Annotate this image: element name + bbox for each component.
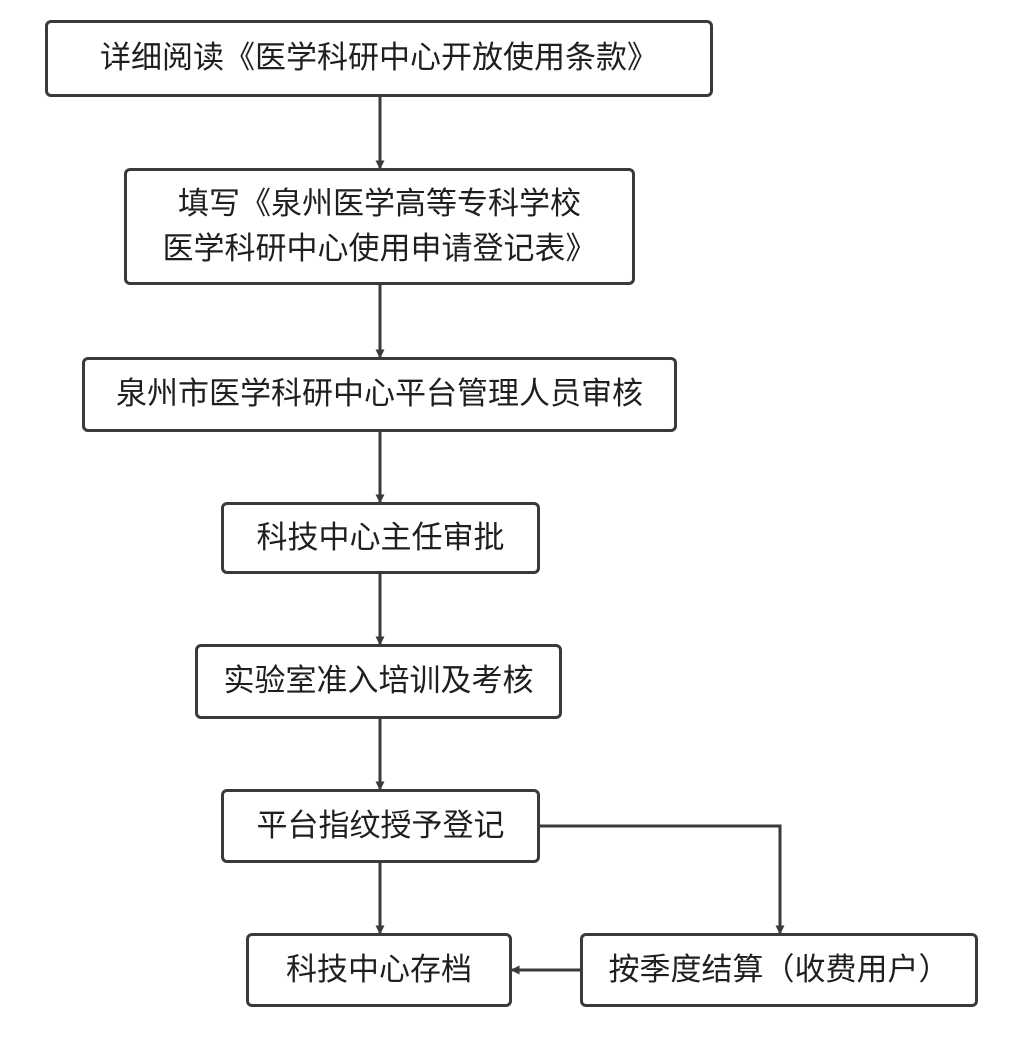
step-admin-review: 泉州市医学科研中心平台管理人员审核 — [82, 357, 677, 432]
step-archive: 科技中心存档 — [246, 933, 512, 1007]
arrow-register-to-billing — [540, 824, 785, 935]
step-fingerprint-registration: 平台指纹授予登记 — [221, 789, 540, 863]
step-fill-application-line-2: 医学科研中心使用申请登记表》 — [162, 230, 597, 267]
step-quarterly-billing: 按季度结算（收费用户） — [580, 933, 978, 1007]
step-fill-application: 填写《泉州医学高等专科学校 医学科研中心使用申请登记表》 — [124, 168, 635, 285]
step-director-approval-label: 科技中心主任审批 — [256, 519, 505, 556]
step-fingerprint-registration-label: 平台指纹授予登记 — [256, 807, 505, 844]
step-director-approval: 科技中心主任审批 — [221, 502, 540, 574]
step-lab-training-label: 实验室准入培训及考核 — [223, 663, 534, 700]
step-lab-training: 实验室准入培训及考核 — [195, 644, 562, 719]
step-quarterly-billing-label: 按季度结算（收费用户） — [608, 951, 950, 988]
step-archive-label: 科技中心存档 — [286, 951, 472, 988]
step-admin-review-label: 泉州市医学科研中心平台管理人员审核 — [116, 376, 643, 413]
step-read-terms: 详细阅读《医学科研中心开放使用条款》 — [45, 20, 713, 97]
step-read-terms-label: 详细阅读《医学科研中心开放使用条款》 — [100, 40, 658, 77]
step-fill-application-line-1: 填写《泉州医学高等专科学校 — [178, 185, 581, 222]
